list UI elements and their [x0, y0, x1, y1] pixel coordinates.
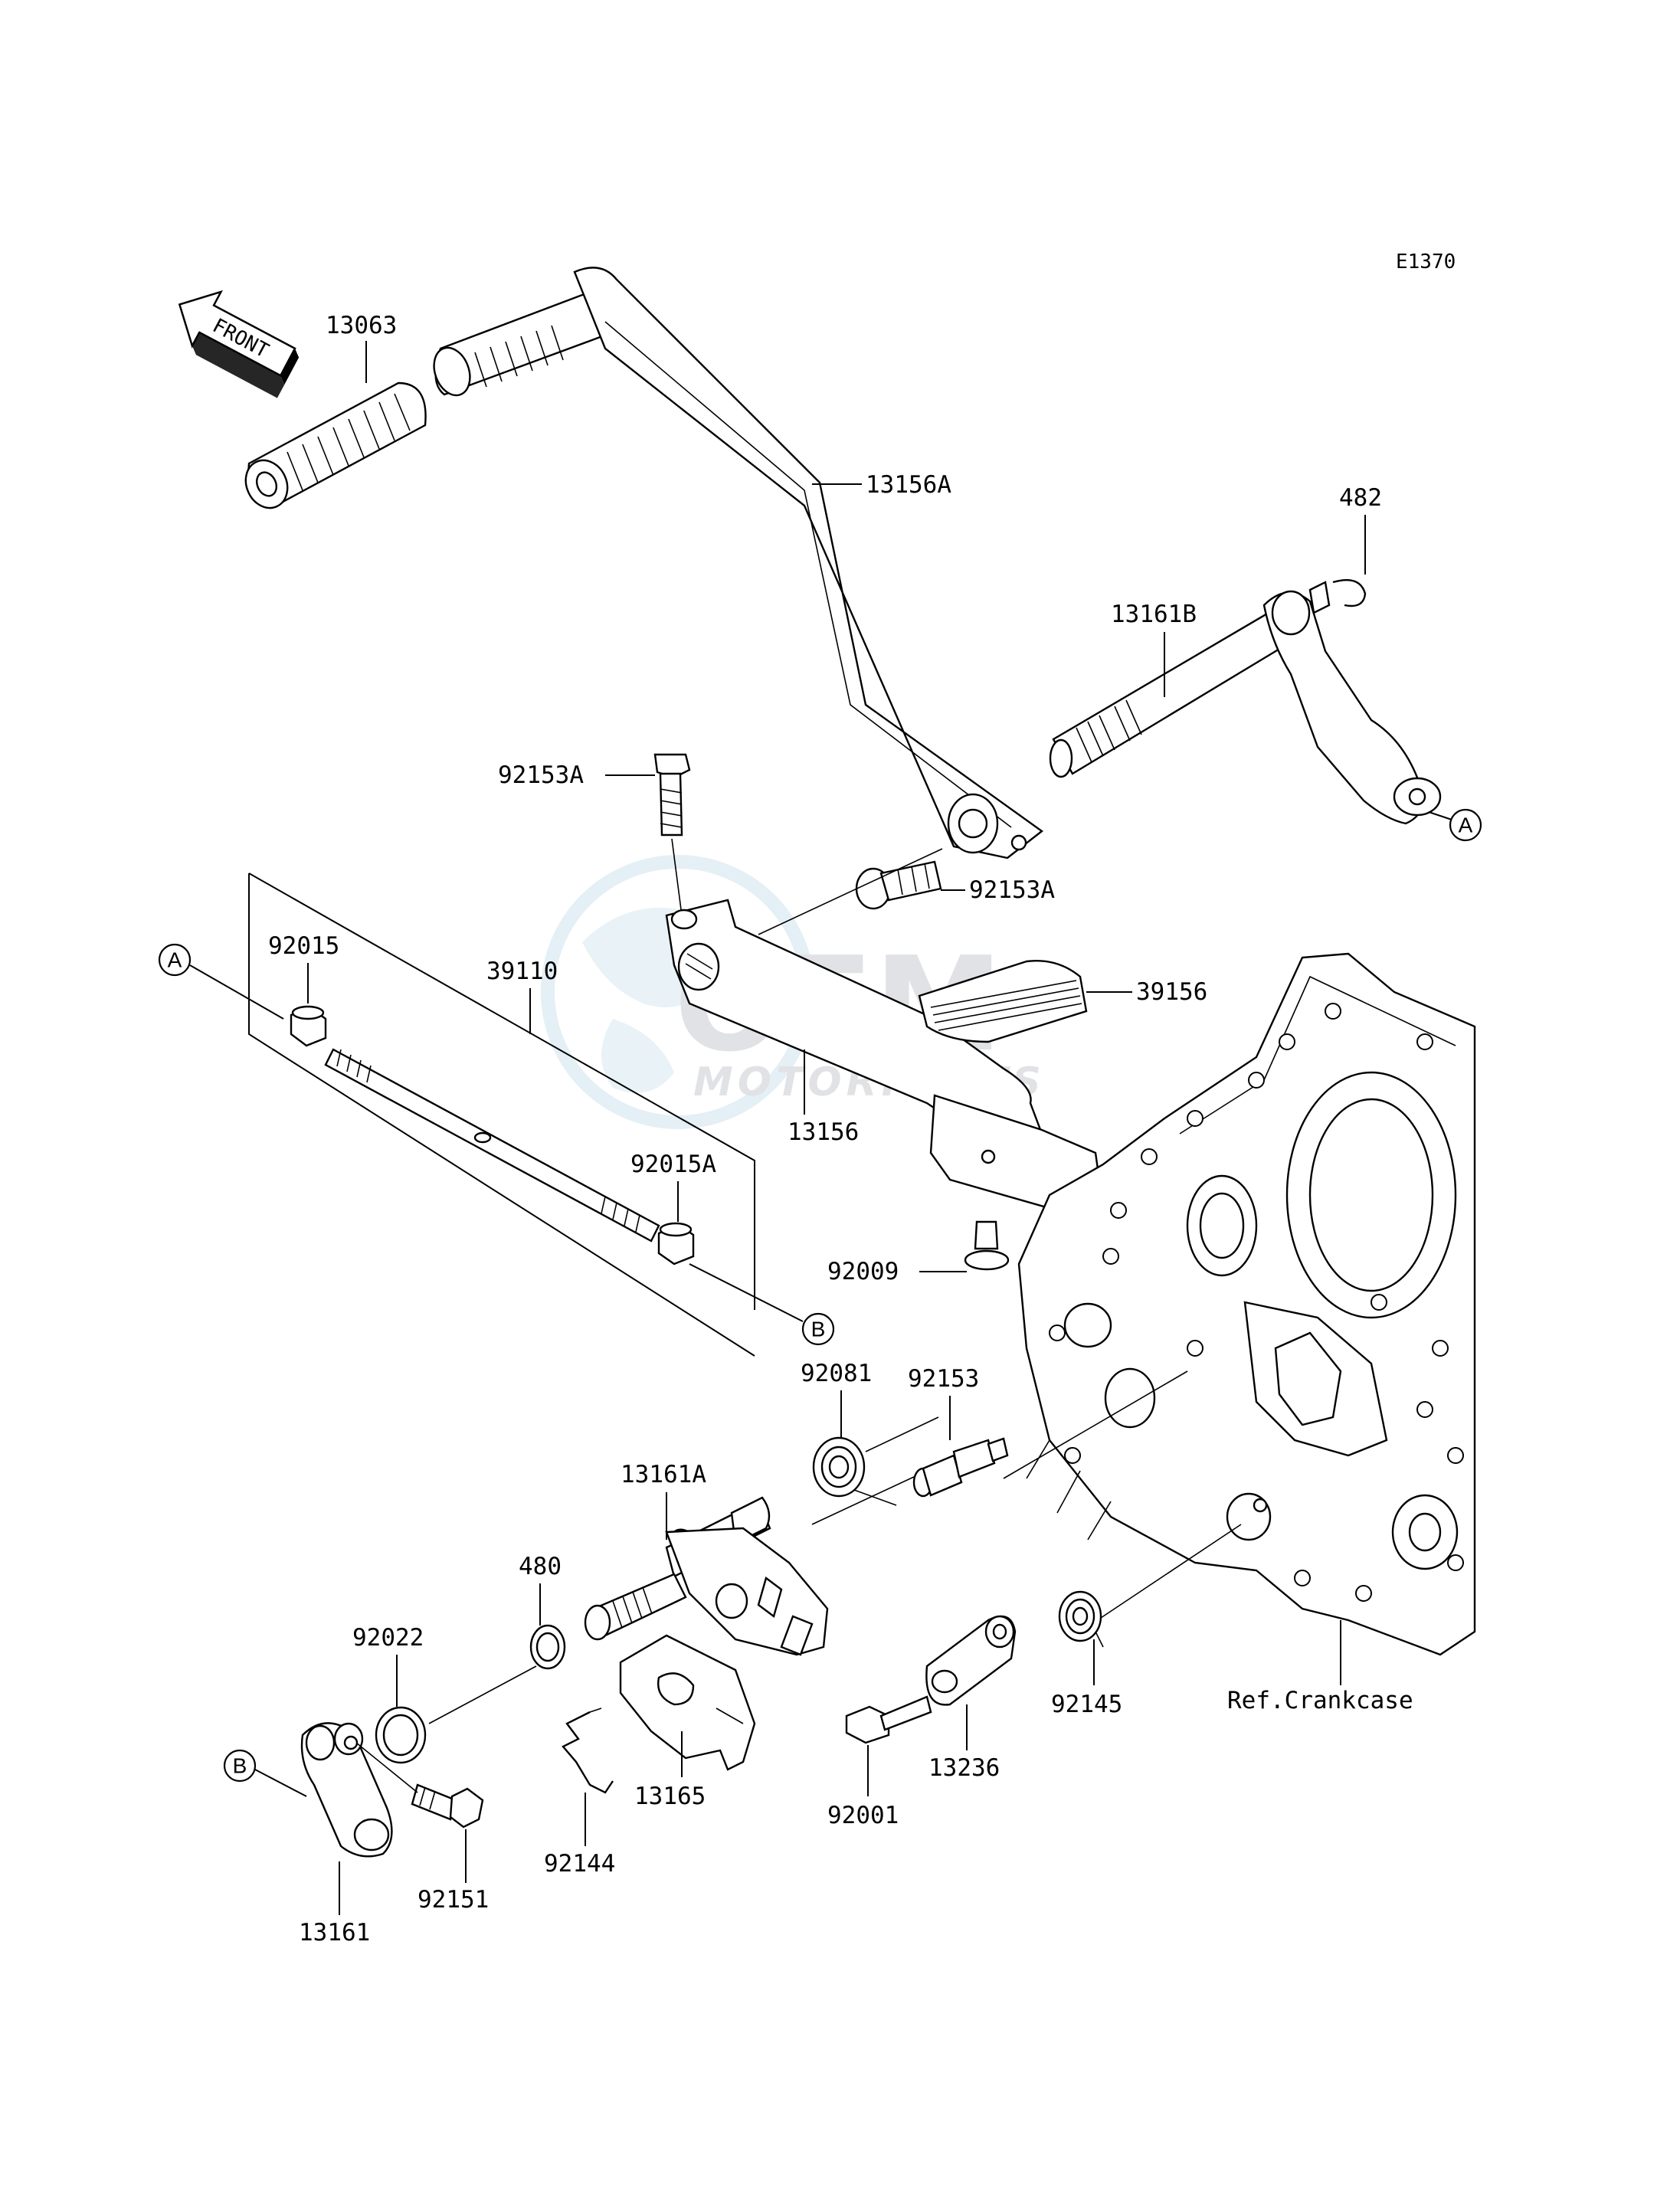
- label-482: 482: [1339, 484, 1382, 512]
- label-92153A-top: 92153A: [498, 761, 584, 789]
- label-92151: 92151: [418, 1886, 489, 1914]
- label-92153: 92153: [908, 1365, 979, 1393]
- label-92009: 92009: [827, 1258, 899, 1285]
- label-39156: 39156: [1136, 978, 1207, 1006]
- crankcase-reference: [1017, 952, 1476, 1656]
- label-92144: 92144: [544, 1850, 615, 1878]
- label-13161A: 13161A: [621, 1461, 706, 1488]
- svg-text:A: A: [168, 948, 182, 972]
- footpeg-rubber: [244, 381, 427, 509]
- label-13063: 13063: [326, 312, 397, 339]
- svg-text:B: B: [233, 1754, 247, 1778]
- brake-pedal-rubber-39156: [918, 960, 1088, 1043]
- label-92015: 92015: [268, 932, 339, 960]
- callout-b-right: B: [801, 1312, 835, 1346]
- brake-rod: [324, 1048, 660, 1243]
- bolt-92153A-mid: [855, 860, 942, 910]
- circlip-482: [1332, 578, 1367, 607]
- label-480: 480: [519, 1553, 562, 1580]
- circlip-480: [529, 1624, 566, 1670]
- label-13156: 13156: [788, 1118, 859, 1146]
- front-arrow-icon: FRONT: [178, 290, 300, 398]
- spring-92144: [562, 1708, 614, 1794]
- callout-b-left: B: [223, 1749, 257, 1783]
- label-39110: 39110: [486, 958, 558, 985]
- rod-assembly-box: [248, 873, 755, 1357]
- label-92081: 92081: [801, 1360, 872, 1387]
- shift-mechanism: [584, 1496, 829, 1656]
- label-13236: 13236: [928, 1754, 1000, 1782]
- arm-13236: [925, 1615, 1017, 1706]
- pin-92153: [912, 1437, 1009, 1498]
- spring-92081: [812, 1436, 897, 1506]
- brake-pedal-arm: [665, 899, 1101, 1212]
- label-92015A: 92015A: [630, 1151, 716, 1178]
- washer-92022: [375, 1706, 427, 1764]
- callout-a-left: A: [158, 943, 192, 977]
- label-92001: 92001: [827, 1802, 899, 1829]
- label-13165: 13165: [634, 1783, 706, 1810]
- bolt-92153A-top: [653, 753, 691, 837]
- diagram-code: E1370: [1396, 250, 1456, 273]
- ref-crankcase-label: Ref.Crankcase: [1227, 1687, 1413, 1714]
- bolt-92001: [845, 1695, 932, 1744]
- nut-92015A: [657, 1222, 695, 1265]
- label-92145: 92145: [1051, 1691, 1122, 1718]
- label-13161: 13161: [299, 1919, 370, 1947]
- svg-text:A: A: [1459, 814, 1473, 837]
- callout-a-right: A: [1449, 808, 1482, 842]
- shift-shaft-arm: [1049, 581, 1442, 825]
- label-13156A: 13156A: [866, 471, 951, 499]
- bolt-92151: [411, 1783, 484, 1829]
- label-92022: 92022: [352, 1624, 424, 1652]
- svg-text:B: B: [811, 1318, 826, 1341]
- label-92153A-mid: 92153A: [969, 876, 1055, 904]
- plate-13165: [619, 1634, 756, 1771]
- nut-92015: [290, 1005, 327, 1047]
- shift-lever: [433, 267, 1044, 859]
- bolt-92009: [964, 1220, 1010, 1271]
- spring-92145: [1058, 1590, 1104, 1648]
- label-13161B: 13161B: [1111, 601, 1197, 628]
- arm-13161: [300, 1722, 393, 1858]
